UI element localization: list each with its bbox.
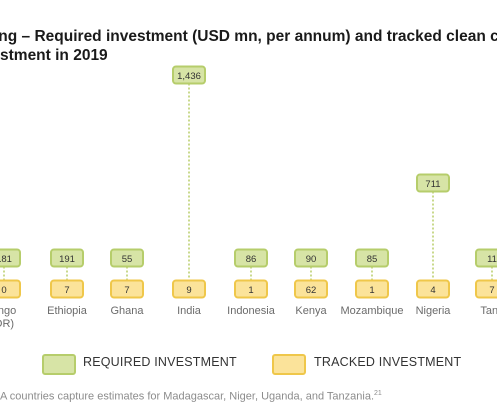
category-label: Ghana bbox=[110, 305, 144, 317]
tracked-marker bbox=[50, 279, 84, 299]
required-marker bbox=[355, 248, 389, 268]
category-label: ongo bbox=[0, 305, 16, 317]
required-value-label: 1,436 bbox=[177, 71, 201, 82]
tracked-value-label: 7 bbox=[64, 285, 69, 296]
tracked-marker bbox=[110, 279, 144, 299]
legend-label-required: REQUIRED INVESTMENT bbox=[83, 355, 237, 369]
category-label: Ethiopia bbox=[47, 305, 88, 317]
tracked-value-label: 1 bbox=[369, 285, 374, 296]
required-value-label: 86 bbox=[246, 254, 257, 265]
footnote: A countries capture estimates for Madaga… bbox=[0, 390, 382, 403]
required-value-label: 191 bbox=[59, 254, 75, 265]
required-marker bbox=[294, 248, 328, 268]
tracked-value-label: 62 bbox=[306, 285, 317, 296]
legend-label-tracked: TRACKED INVESTMENT bbox=[314, 355, 462, 369]
required-value-label: 11 bbox=[487, 254, 497, 265]
required-marker bbox=[110, 248, 144, 268]
required-marker bbox=[50, 248, 84, 268]
tracked-marker bbox=[475, 279, 497, 299]
required-marker bbox=[172, 65, 206, 85]
chart-title-line-2: stment in 2019 bbox=[0, 47, 108, 64]
tracked-marker bbox=[294, 279, 328, 299]
category-label: Tanz bbox=[480, 305, 497, 317]
category-label: Mozambique bbox=[341, 305, 404, 317]
required-marker bbox=[416, 173, 450, 193]
tracked-value-label: 0 bbox=[1, 285, 6, 296]
category-label: Nigeria bbox=[416, 305, 452, 317]
required-value-label: 711 bbox=[425, 179, 440, 190]
category-label: Indonesia bbox=[227, 305, 276, 317]
footnote-ref: 21 bbox=[374, 390, 382, 397]
tracked-value-label: 1 bbox=[248, 285, 253, 296]
legend-swatch-tracked bbox=[272, 354, 306, 375]
tracked-value-label: 7 bbox=[124, 285, 129, 296]
required-value-label: 181 bbox=[0, 254, 12, 265]
required-value-label: 85 bbox=[367, 254, 378, 265]
legend-swatch-required bbox=[42, 354, 76, 375]
category-label: Kenya bbox=[295, 305, 327, 317]
tracked-marker bbox=[172, 279, 206, 299]
required-marker bbox=[0, 248, 21, 268]
tracked-marker bbox=[0, 279, 21, 299]
tracked-value-label: 4 bbox=[430, 285, 435, 296]
required-marker bbox=[475, 248, 497, 268]
required-value-label: 55 bbox=[122, 254, 133, 265]
chart-title: ing – Required investment (USD mn, per a… bbox=[0, 27, 497, 65]
tracked-value-label: 7 bbox=[489, 285, 494, 296]
chart-title-line-1: ing – Required investment (USD mn, per a… bbox=[0, 28, 497, 45]
tracked-marker bbox=[355, 279, 389, 299]
category-label: India bbox=[177, 305, 202, 317]
tracked-value-label: 9 bbox=[186, 285, 191, 296]
category-label: OR) bbox=[0, 318, 14, 330]
tracked-marker bbox=[416, 279, 450, 299]
footnote-text: A countries capture estimates for Madaga… bbox=[0, 390, 375, 403]
required-value-label: 90 bbox=[306, 254, 317, 265]
tracked-marker bbox=[234, 279, 268, 299]
required-marker bbox=[234, 248, 268, 268]
